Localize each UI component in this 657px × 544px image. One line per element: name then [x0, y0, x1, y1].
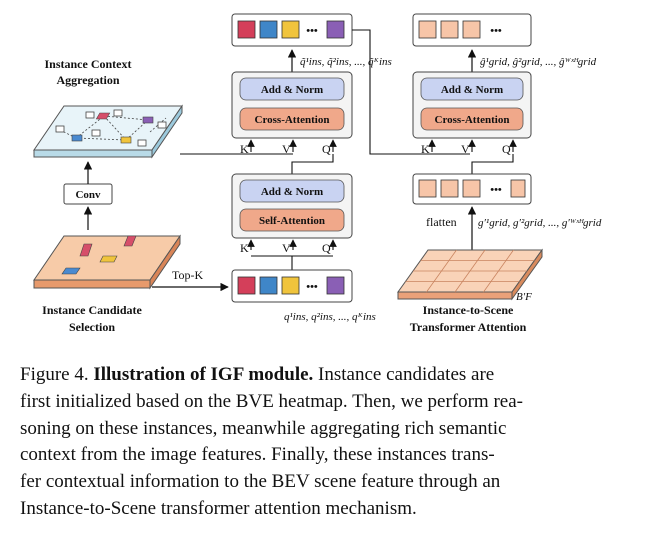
bev-scene-feature-grid [397, 248, 543, 301]
grid-cell-in-4 [510, 179, 526, 198]
add-norm-label-bottom: Add & Norm [261, 186, 323, 198]
scene-add-norm-label: Add & Norm [441, 84, 503, 96]
query-red [237, 20, 256, 39]
instance-candidate-label-1: Instance Candidate [42, 303, 142, 317]
init-query-red [237, 276, 256, 295]
init-query-ellipsis: ••• [306, 281, 318, 293]
caption-title: Illustration of IGF module. [93, 364, 314, 385]
init-query-purple [326, 276, 345, 295]
grid-cell-in-1 [418, 179, 437, 198]
k-label-3: K [421, 142, 430, 156]
q-label-3: Q [502, 142, 511, 156]
add-norm-block-top [239, 77, 345, 101]
scene-add-norm-block [420, 77, 524, 101]
caption-line-2: first initialized based on the BVE heatm… [20, 390, 523, 412]
grid-cell-out-1 [418, 20, 437, 39]
instance-context-label-2: Aggregation [56, 73, 119, 87]
init-query-yellow [281, 276, 300, 295]
bev-feature-label: B′F [516, 291, 532, 303]
grid-cell-in-3 [462, 179, 481, 198]
caption-line-4: context from the image features. Finally… [20, 444, 495, 466]
caption-line-1: Figure 4. Illustration of IGF module. In… [20, 362, 640, 389]
instance-candidate-plane [33, 234, 181, 290]
add-norm-label-top: Add & Norm [261, 84, 323, 96]
figure-caption: Figure 4. Illustration of IGF module. In… [20, 362, 640, 523]
scene-cross-attention-block [420, 107, 524, 131]
grid-cell-out-3 [462, 20, 481, 39]
scene-cross-attention-label: Cross-Attention [435, 114, 510, 126]
cross-attention-label: Cross-Attention [255, 114, 330, 126]
v-label-2: V [282, 241, 291, 255]
query-ellipsis: ••• [306, 25, 318, 37]
igf-diagram: Instance Context Aggregation [33, 13, 602, 334]
v-label-1: V [282, 142, 291, 156]
grid-cell-in-2 [440, 179, 459, 198]
init-query-blue [259, 276, 278, 295]
q-label-2: Q [322, 241, 331, 255]
conv-label: Conv [75, 189, 101, 201]
queries-to-right-kv-line [352, 29, 428, 155]
instance-context-label-1: Instance Context [45, 57, 132, 71]
topk-label: Top-K [172, 268, 203, 282]
context-aggregation-plane [33, 104, 183, 159]
i2s-label-1: Instance-to-Scene [423, 303, 514, 317]
grid-out-ellipsis: ••• [490, 25, 502, 37]
q-ins-label: q¹ins, q²ins, ..., qᴷins [284, 311, 376, 323]
query-purple [326, 20, 345, 39]
query-blue [259, 20, 278, 39]
instance-candidate-label-2: Selection [69, 320, 115, 334]
add-norm-block-bottom [239, 179, 345, 203]
q-ins-tilde-label: q̃¹ins, q̃²ins, ..., q̃ᴷins [300, 56, 392, 68]
caption-text-0: Instance candidates are [313, 364, 495, 385]
cross-attention-block [239, 107, 345, 131]
k-label-1: K [240, 142, 249, 156]
q-label-1: Q [322, 142, 331, 156]
grid-cell-out-2 [440, 20, 459, 39]
grid-in-ellipsis: ••• [490, 184, 502, 196]
g-grid-hat-label: ĝ¹grid, ĝ²grid, ..., ĝᵂˣᴴgrid [480, 56, 597, 68]
self-attention-block [239, 208, 345, 232]
self-to-q-line [291, 154, 334, 174]
query-yellow [281, 20, 300, 39]
g-grid-prime-label: g′¹grid, g′²grid, ..., g′ᵂˣᴴgrid [478, 217, 602, 229]
grid-to-q-line [471, 154, 514, 174]
caption-line-5: fer contextual information to the BEV sc… [20, 471, 501, 493]
i2s-label-2: Transformer Attention [410, 320, 527, 334]
caption-line-6: Instance-to-Scene transformer attention … [20, 497, 417, 519]
figure-number: Figure 4. [20, 364, 89, 385]
self-attention-label: Self-Attention [259, 215, 325, 227]
k-label-2: K [240, 241, 249, 255]
flatten-label: flatten [426, 215, 457, 229]
v-label-3: V [461, 142, 470, 156]
caption-line-3: soning on these instances, meanwhile agg… [20, 417, 507, 439]
